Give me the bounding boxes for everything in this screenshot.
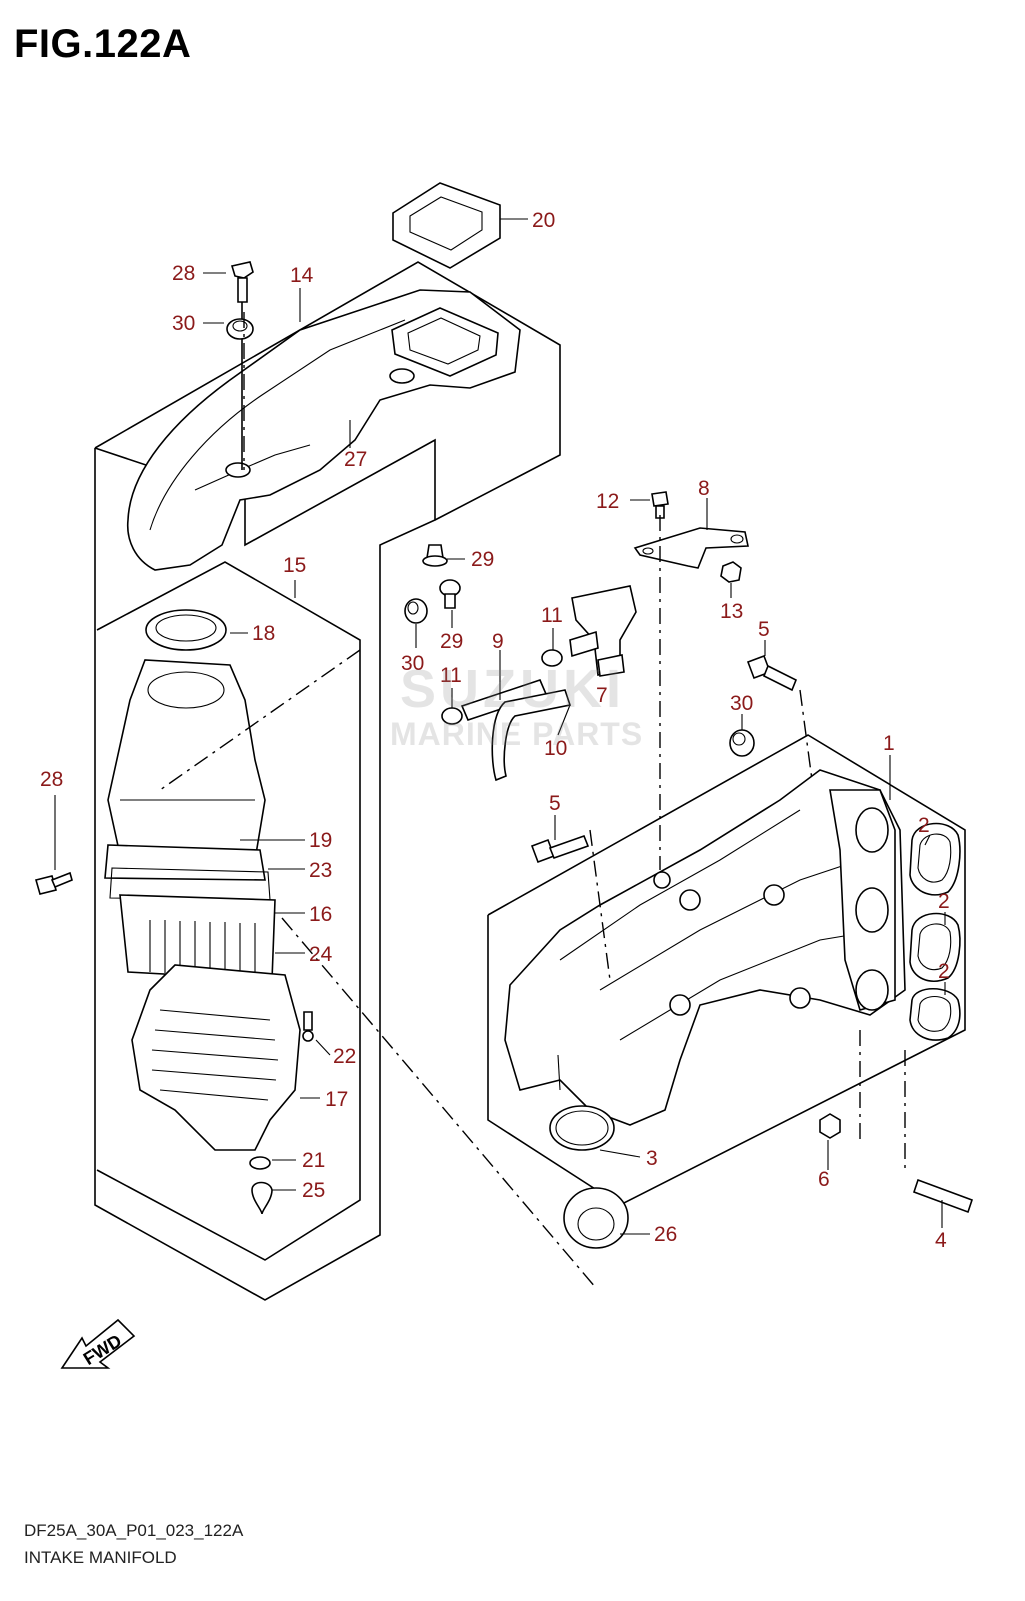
figure-code: DF25A_30A_P01_023_122A xyxy=(24,1521,244,1540)
part-30-grommet-right xyxy=(729,729,755,757)
callout-30-mid: 30 xyxy=(401,652,424,675)
figure-title: FIG.122A xyxy=(14,22,192,66)
callout-18: 18 xyxy=(252,622,275,645)
callout-9: 9 xyxy=(492,630,504,653)
callout-30-top: 30 xyxy=(172,312,195,335)
callout-11-upper: 11 xyxy=(541,604,563,627)
part-19-gasket xyxy=(104,844,266,881)
callout-23: 23 xyxy=(309,859,332,882)
callout-7: 7 xyxy=(596,684,608,707)
part-21-clip xyxy=(249,1156,271,1170)
part-15-upper-case xyxy=(107,659,266,861)
part-28-screw-left xyxy=(35,871,73,895)
callout-3: 3 xyxy=(646,1147,658,1170)
part-8-bracket xyxy=(633,527,749,569)
part-5-bolt-a xyxy=(746,654,798,692)
callout-26: 26 xyxy=(654,1223,677,1246)
part-14-25-duct xyxy=(126,289,521,571)
part-30-grommet-mid xyxy=(404,598,428,624)
part-5-bolt-b xyxy=(530,834,590,864)
callout-2-b: 2 xyxy=(938,890,950,913)
callout-29-lower: 29 xyxy=(440,630,463,653)
part-22-screw xyxy=(302,1011,314,1042)
part-2-gasket-c xyxy=(909,988,961,1041)
part-6-nut xyxy=(819,1113,841,1139)
part-29-upper xyxy=(422,544,448,567)
callout-1: 1 xyxy=(883,732,895,755)
callout-20: 25 xyxy=(302,1179,325,1202)
part-10-hose xyxy=(491,689,572,782)
part-30-grommet-top xyxy=(226,318,254,340)
callout-21: 21 xyxy=(302,1149,325,1172)
callout-2-a: 2 xyxy=(918,814,930,837)
part-3-o-ring xyxy=(549,1105,615,1151)
part-7-valve xyxy=(569,585,637,677)
group-center-lines xyxy=(159,312,906,1289)
callout-17: 17 xyxy=(325,1088,348,1111)
part-26-cap xyxy=(563,1187,629,1249)
part-4-stud xyxy=(912,1178,974,1214)
part-11-clamp-a xyxy=(541,649,563,667)
callout-16: 16 xyxy=(309,903,332,926)
figure-caption: INTAKE MANIFOLD xyxy=(24,1548,177,1567)
callout-27: 20 xyxy=(532,209,555,232)
group-leader-lines xyxy=(54,218,946,1235)
callout-12: 12 xyxy=(596,490,619,513)
part-11-clamp-b xyxy=(441,707,463,725)
part-2-gasket-b xyxy=(909,912,961,982)
part-16-filter-element xyxy=(119,894,276,981)
callout-5-upper: 5 xyxy=(758,618,770,641)
part-20-drain xyxy=(251,1181,273,1215)
callout-8: 8 xyxy=(698,477,710,500)
callout-24: 24 xyxy=(309,943,333,966)
callout-2-c: 2 xyxy=(938,960,950,983)
part-12-bolt xyxy=(651,491,669,519)
fwd-arrow: FWD xyxy=(60,1318,136,1369)
callout-6: 6 xyxy=(818,1168,830,1191)
callout-19: 19 xyxy=(309,829,332,852)
part-27-seal xyxy=(392,182,501,269)
callout-22: 22 xyxy=(333,1045,356,1068)
callout-29-upper: 29 xyxy=(471,548,494,571)
group-outlines xyxy=(94,261,966,1301)
callout-30-right: 30 xyxy=(730,692,753,715)
callout-28-left: 28 xyxy=(40,768,63,791)
callout-11-lower: 11 xyxy=(440,664,462,687)
group-callouts: 20 28 14 30 27 29 15 18 29 30 28 19 23 1… xyxy=(40,209,950,1252)
part-1-manifold xyxy=(504,769,906,1126)
callout-25: 27 xyxy=(344,448,367,471)
callout-14: 14 xyxy=(290,264,314,287)
callout-28-top: 28 xyxy=(172,262,195,285)
part-29-lower xyxy=(439,579,461,609)
part-17-lower-case xyxy=(131,964,301,1151)
part-13-nut xyxy=(720,561,742,583)
callout-10: 10 xyxy=(544,737,567,760)
part-2-gasket-a xyxy=(909,822,961,896)
part-18-ring xyxy=(145,609,227,651)
callout-5-lower: 5 xyxy=(549,792,561,815)
callout-15: 15 xyxy=(283,554,306,577)
callout-13: 13 xyxy=(720,600,743,623)
callout-4: 4 xyxy=(935,1229,947,1252)
